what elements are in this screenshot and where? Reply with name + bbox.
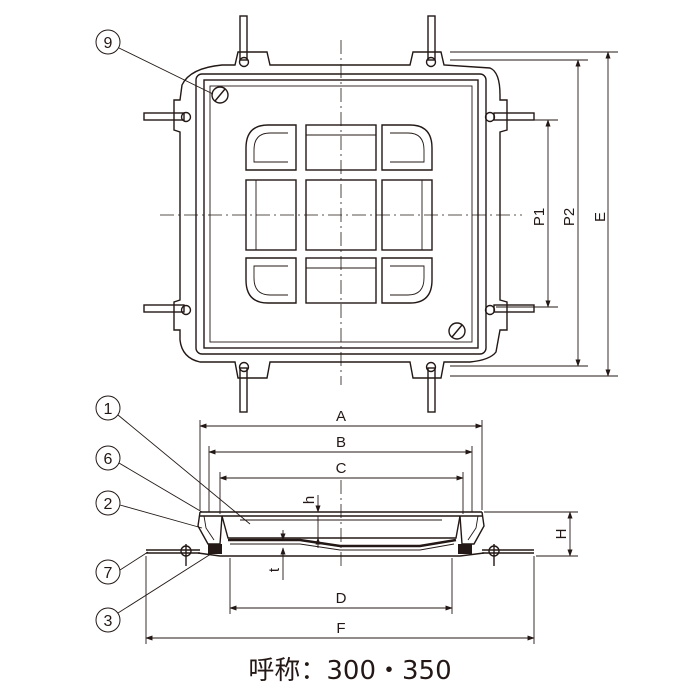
dim-b: B	[208, 434, 473, 512]
section-body	[146, 511, 534, 566]
callout-6: 6	[95, 445, 203, 513]
dim-h-big-label: H	[553, 529, 570, 540]
svg-text:1: 1	[104, 401, 113, 418]
gasket-left	[208, 544, 222, 554]
dim-a: A	[199, 408, 483, 510]
callout-7: 7	[95, 551, 149, 585]
dim-e-label: E	[592, 212, 609, 222]
dim-h-small: h	[301, 495, 321, 548]
dim-f-label: F	[336, 620, 345, 637]
svg-text:7: 7	[104, 565, 113, 582]
callout-9-label: 9	[104, 35, 113, 52]
callout-9: 9	[95, 29, 214, 95]
dim-h-small-label: h	[301, 496, 318, 504]
anchor-bolts	[143, 15, 535, 413]
callout-2: 2	[95, 490, 203, 529]
dim-h-big: H	[484, 511, 578, 557]
svg-text:6: 6	[104, 451, 113, 468]
lock-screw-icon	[211, 86, 229, 104]
dim-b-label: B	[336, 434, 346, 451]
svg-text:3: 3	[104, 613, 113, 630]
cover-grid-pattern	[245, 124, 433, 304]
svg-text:2: 2	[104, 496, 113, 513]
callout-1: 1	[95, 395, 251, 525]
plan-view: 9 P1 P2 E	[95, 15, 618, 413]
caption: 呼称：300・350	[248, 656, 452, 686]
dim-d-label: D	[336, 590, 347, 607]
dim-t-label: t	[266, 567, 283, 572]
dim-d: D	[229, 558, 453, 614]
dim-c-label: C	[336, 460, 347, 477]
dim-p2-label: P2	[561, 208, 578, 226]
dim-p2: P2	[450, 59, 588, 367]
callout-3: 3	[95, 551, 215, 633]
dim-a-label: A	[336, 408, 346, 425]
dim-p1-label: P1	[531, 208, 548, 226]
section-view: A B C h H	[95, 395, 578, 644]
dim-t: t	[266, 530, 286, 580]
dim-c: C	[219, 460, 464, 514]
lock-screw-icon	[448, 322, 466, 340]
dim-e: E	[450, 51, 618, 377]
dim-p1: P1	[496, 119, 558, 308]
dim-f: F	[145, 556, 535, 644]
gasket-right	[458, 544, 472, 554]
